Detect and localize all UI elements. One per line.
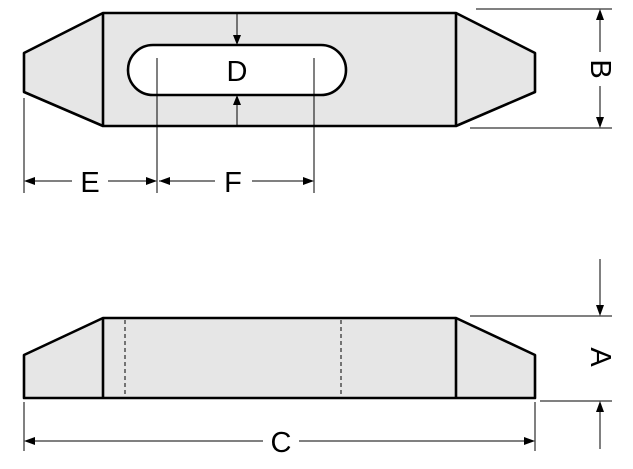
side-view-body — [22, 316, 537, 400]
dimension-d-lower-arrow — [233, 95, 241, 105]
dimension-b-arrow-upper — [596, 9, 604, 20]
dimension-label-a: A — [584, 347, 616, 367]
dimension-label-c: C — [271, 427, 292, 459]
dimension-label-e: E — [80, 167, 99, 199]
dimension-e-arrow-right — [146, 177, 157, 185]
dimension-c-arrow-left — [24, 437, 35, 445]
dimension-c-arrow-right — [524, 437, 535, 445]
dimension-b-arrow-lower — [596, 117, 604, 128]
dimension-a-arrow-upper — [596, 305, 604, 316]
dimension-label-d: D — [227, 56, 248, 88]
top-view: D E F B — [22, 8, 616, 199]
dimension-label-b: B — [584, 59, 616, 78]
dimension-a-arrow-lower — [596, 401, 604, 412]
dimension-label-f: F — [224, 167, 242, 199]
dimension-f-arrow-left — [159, 177, 170, 185]
dimension-f-arrow-right — [303, 177, 314, 185]
side-view: A C — [22, 259, 616, 459]
dimension-e-arrow-left — [24, 177, 35, 185]
dimension-d-upper-arrow — [233, 35, 241, 45]
